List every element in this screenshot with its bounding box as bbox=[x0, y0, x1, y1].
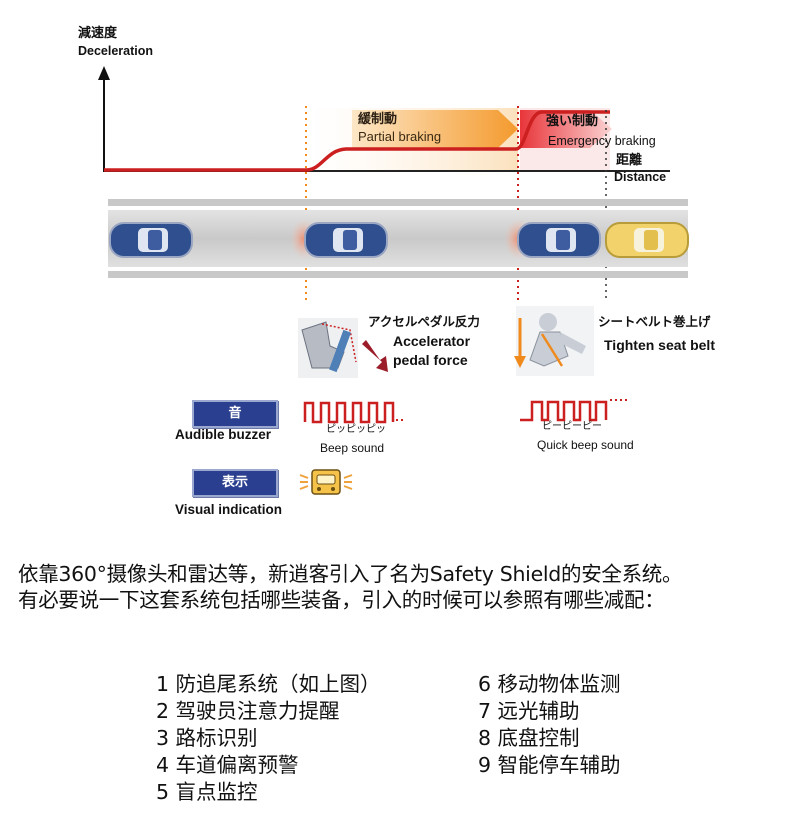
partial-braking-label-en: Partial braking bbox=[358, 129, 441, 144]
emergency-braking-label-jp: 強い制動 bbox=[546, 114, 598, 129]
list-item: 2 驾驶员注意力提醒 bbox=[156, 698, 381, 725]
quick-beep-waveform bbox=[520, 402, 606, 420]
visual-badge: 表示 bbox=[192, 469, 278, 497]
beep-label-jp: ピッピッピッ bbox=[326, 424, 386, 436]
audible-badge: 音 bbox=[192, 400, 278, 428]
emergency-braking-label-en: Emergency braking bbox=[548, 134, 656, 149]
braking-diagram bbox=[0, 0, 800, 540]
accelerator-label-en-1: Accelerator bbox=[393, 333, 470, 350]
audible-buzzer-label: Audible buzzer bbox=[175, 426, 271, 443]
y-axis-label-en: Deceleration bbox=[78, 44, 153, 59]
seatbelt-label-jp: シートベルト巻上げ bbox=[598, 314, 711, 330]
list-item: 5 盲点监控 bbox=[156, 779, 381, 806]
list-item: 6 移动物体监测 bbox=[478, 671, 621, 698]
quick-beep-label-jp: ピーピーピー bbox=[542, 421, 602, 433]
list-item: 8 底盘控制 bbox=[478, 725, 621, 752]
x-axis-label-jp: 距離 bbox=[616, 153, 642, 168]
car-blue-2 bbox=[305, 223, 387, 257]
road-edge-top bbox=[108, 199, 688, 206]
pedal-force-arrow bbox=[362, 340, 388, 372]
quick-beep-label-en: Quick beep sound bbox=[537, 438, 634, 452]
seatbelt-label-en: Tighten seat belt bbox=[604, 337, 715, 354]
list-item: 9 智能停车辅助 bbox=[478, 752, 621, 779]
car-blue-3 bbox=[518, 223, 600, 257]
car-blue-1 bbox=[110, 223, 192, 257]
feature-list-right: 6 移动物体监测 7 远光辅助 8 底盘控制 9 智能停车辅助 bbox=[478, 671, 621, 779]
y-axis-arrowhead bbox=[98, 66, 110, 80]
list-item: 7 远光辅助 bbox=[478, 698, 621, 725]
y-axis-label-jp: 減速度 bbox=[78, 26, 117, 41]
x-axis-label-en: Distance bbox=[614, 170, 666, 185]
seatbelt-icon bbox=[514, 306, 594, 376]
beep-waveform bbox=[305, 403, 393, 422]
accelerator-pedal-icon bbox=[298, 318, 358, 378]
feature-list-left: 1 防追尾系统（如上图） 2 驾驶员注意力提醒 3 路标识别 4 车道偏离预警 … bbox=[156, 671, 381, 806]
partial-braking-label-jp: 緩制動 bbox=[358, 112, 397, 127]
beep-label-en: Beep sound bbox=[320, 441, 384, 455]
visual-indication-label: Visual indication bbox=[175, 501, 282, 518]
list-item: 4 车道偏离预警 bbox=[156, 752, 381, 779]
list-item: 1 防追尾系统（如上图） bbox=[156, 671, 381, 698]
list-item: 3 路标识别 bbox=[156, 725, 381, 752]
accelerator-label-jp: アクセルペダル反力 bbox=[368, 314, 480, 330]
visual-indication-icon bbox=[300, 470, 352, 494]
article-line-2: 有必要说一下这套系统包括哪些装备，引入的时候可以参照有哪些减配： bbox=[18, 587, 798, 613]
road-edge-bottom bbox=[108, 271, 688, 278]
car-yellow bbox=[606, 223, 688, 257]
article-line-1: 依靠360°摄像头和雷达等，新逍客引入了名为Safety Shield的安全系统… bbox=[18, 561, 798, 587]
accelerator-label-en-2: pedal force bbox=[393, 352, 468, 369]
